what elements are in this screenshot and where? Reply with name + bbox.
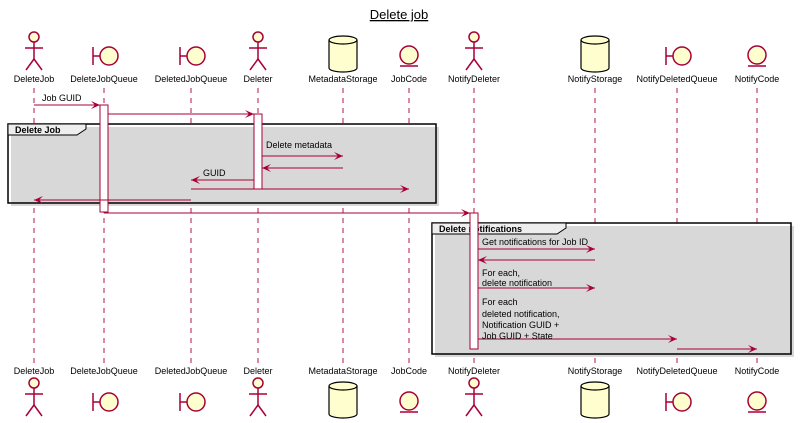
message-label: Delete metadata	[266, 140, 332, 150]
actor-icon	[465, 31, 483, 71]
message-delete-job-to-delete-job-queue: Job GUID	[34, 93, 100, 109]
boundary-icon	[92, 46, 119, 66]
arrow-head	[586, 284, 595, 292]
activation-bar-deleter	[253, 113, 263, 190]
group-label: Delete Job	[15, 125, 61, 135]
message-label: Job GUID + State	[482, 331, 553, 341]
message-label: deleted notification,	[482, 309, 560, 319]
participant-label-top: Deleter	[243, 74, 272, 84]
actor-icon	[25, 377, 43, 417]
participant-label-top: DeleteJobQueue	[70, 74, 138, 84]
arrow-head	[245, 110, 254, 118]
participant-label-top: MetadataStorage	[308, 74, 377, 84]
group-delete-job: Delete Job	[7, 123, 439, 206]
participant-label-bottom: DeletedJobQueue	[155, 366, 228, 376]
message-notify-deleter-to-notify-storage: Get notifications for Job ID	[478, 237, 595, 253]
database-icon	[580, 381, 610, 419]
entity-icon	[399, 391, 419, 413]
message-label: For each,	[482, 268, 520, 278]
arrow-head	[586, 245, 595, 253]
participant-label-bottom: JobCode	[391, 366, 427, 376]
activation-bar-notify-deleter	[469, 212, 479, 350]
entity-icon	[747, 391, 767, 413]
actor-icon	[25, 31, 43, 71]
arrow-head	[461, 209, 470, 217]
message-deleted-job-queue-to-delete-job	[34, 196, 191, 204]
message-notify-deleter-to-notify-storage: For each,delete notification	[478, 268, 595, 292]
arrow-head	[334, 152, 343, 160]
message-label: GUID	[203, 168, 226, 178]
participant-label-top: NotifyCode	[735, 74, 780, 84]
message-delete-job-queue-to-deleter	[108, 110, 254, 118]
arrow-head	[262, 164, 271, 172]
participant-label-top: DeleteJob	[14, 74, 55, 84]
entity-icon	[399, 45, 419, 67]
participant-label-top: NotifyDeleter	[448, 74, 500, 84]
message-delete-job-queue-to-notify-deleter	[104, 209, 470, 217]
arrow-head	[191, 176, 200, 184]
message-deleter-to-deleted-job-queue: GUID	[191, 168, 254, 184]
message-label: For each	[482, 297, 518, 307]
participant-label-top: DeletedJobQueue	[155, 74, 228, 84]
message-notify-deleter-to-notify-deleted-queue: For each deleted notification,Notificatio…	[478, 297, 677, 343]
database-icon	[580, 35, 610, 73]
participant-label-bottom: Deleter	[243, 366, 272, 376]
participants: DeleteJobDeleteJobDeleteJobQueueDeleteJo…	[14, 31, 780, 419]
participant-label-top: NotifyStorage	[568, 74, 623, 84]
activation-bar-delete-job-queue	[99, 104, 109, 213]
boundary-icon	[665, 392, 692, 412]
group-delete-notifications: Delete notifications	[431, 222, 794, 357]
entity-icon	[747, 45, 767, 67]
arrow-head	[91, 101, 100, 109]
arrow-head	[478, 256, 487, 264]
arrow-head	[748, 345, 757, 353]
participant-label-top: NotifyDeletedQueue	[636, 74, 717, 84]
actor-icon	[249, 377, 267, 417]
diagram-title: Delete job	[370, 7, 429, 22]
message-deleted-job-queue-to-job-code	[191, 185, 409, 193]
message-notify-storage-to-notify-deleter	[478, 256, 595, 264]
participant-label-bottom: MetadataStorage	[308, 366, 377, 376]
message-label: Job GUID	[42, 93, 82, 103]
message-label: Notification GUID +	[482, 320, 559, 330]
participant-label-bottom: NotifyStorage	[568, 366, 623, 376]
message-notify-deleted-queue-to-notify-code	[677, 345, 757, 353]
participant-label-bottom: DeleteJob	[14, 366, 55, 376]
message-label: delete notification	[482, 278, 552, 288]
database-icon	[328, 35, 358, 73]
group-label: Delete notifications	[439, 224, 522, 234]
boundary-icon	[179, 46, 206, 66]
actor-icon	[249, 31, 267, 71]
boundary-icon	[179, 392, 206, 412]
boundary-icon	[665, 46, 692, 66]
message-metadata-storage-to-deleter	[262, 164, 343, 172]
arrow-head	[400, 185, 409, 193]
arrow-head	[668, 335, 677, 343]
participant-label-bottom: DeleteJobQueue	[70, 366, 138, 376]
participant-label-bottom: NotifyDeleter	[448, 366, 500, 376]
participant-label-bottom: NotifyCode	[735, 366, 780, 376]
database-icon	[328, 381, 358, 419]
participant-label-bottom: NotifyDeletedQueue	[636, 366, 717, 376]
boundary-icon	[92, 392, 119, 412]
message-label: Get notifications for Job ID	[482, 237, 589, 247]
arrow-head	[34, 196, 43, 204]
actor-icon	[465, 377, 483, 417]
participant-label-top: JobCode	[391, 74, 427, 84]
activation-bars	[99, 104, 479, 350]
message-deleter-to-metadata-storage: Delete metadata	[262, 140, 343, 160]
